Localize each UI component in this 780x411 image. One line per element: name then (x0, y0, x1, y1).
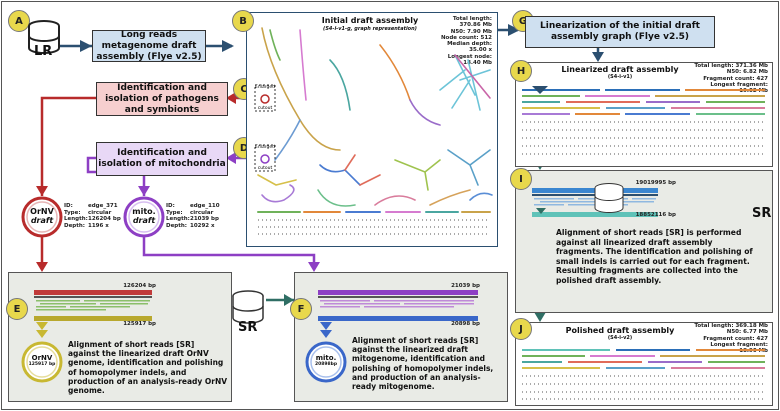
ornv-values: edge_371 circular 126204 bp 1196 x (88, 203, 128, 229)
stat-line: Total length: 371.36 Mb (694, 63, 768, 69)
e-top-coord: 126204 bp (123, 283, 156, 289)
ornv-value: 126204 bp (88, 216, 121, 223)
ornv-key: Type: (64, 209, 81, 216)
ornv-circle-bottom: draft (30, 216, 54, 225)
lr-label: LR (34, 44, 53, 59)
badge-h: H (510, 60, 532, 82)
stat-line: N50: 7.90 Mb (450, 28, 492, 35)
i-description: Alignment of short reads [SR] is perform… (556, 228, 753, 285)
mito-final-circle: mito. 20898bp (307, 355, 345, 368)
sr-label-i: SR (752, 206, 772, 221)
mito-final-bottom: 20898bp (314, 362, 338, 367)
stat-line: N50: 6.77 Mb (726, 329, 768, 336)
initial-assembly-subtitle: (S4-i-v1-g, graph representation) (323, 26, 417, 32)
enlarged-label-d: Enlarged (255, 145, 275, 150)
arrow-d-mito (86, 156, 146, 196)
badge-b: B (232, 10, 254, 32)
mito-circle-bottom: draft (132, 216, 156, 225)
linearized-stats: Total length: 371.36 Mb N50: 6.82 Mb Fra… (692, 63, 768, 94)
mito-key: Depth: (166, 222, 187, 229)
arrowhead (592, 52, 604, 62)
stat-line: Node count: 512 (440, 34, 492, 41)
arrowhead (226, 92, 236, 104)
mito-keys: ID: Type: Length: Depth: (166, 203, 194, 229)
stat-line: Longest fragment: 19.02 Mb (710, 81, 768, 95)
pathogen-isolation-box: Identification and isolation of pathogen… (96, 82, 228, 116)
stat-line: Longest node: 18.40 Mb (447, 53, 492, 67)
e-bottom-coord: 125917 bp (123, 321, 156, 327)
ornv-key: Depth: (64, 222, 85, 229)
arrow-c-ornv (40, 96, 96, 196)
stat-line: Total length: 369.18 Mb (694, 323, 768, 329)
f-description: Alignment of short reads [SR] against th… (352, 336, 494, 392)
mito-key: ID: (166, 203, 175, 209)
polished-stats: Total length: 369.18 Mb N50: 6.77 Mb Fra… (692, 323, 768, 354)
ornv-key: Length: (64, 216, 88, 223)
stat-line: Longest fragment: 18.90 Mb (710, 341, 768, 355)
stat-line: Fragment count: 427 (703, 75, 768, 82)
cutout-label-d: cutout (257, 166, 273, 171)
badge-i: I (510, 168, 532, 190)
linearized-title: Linearized draft assembly (561, 65, 679, 74)
badge-a: A (8, 10, 30, 32)
ornv-final-top: OrNV (31, 354, 53, 362)
ornv-keys: ID: Type: Length: Depth: (64, 203, 92, 229)
mito-final-top: mito. (315, 354, 337, 362)
arrowhead (284, 294, 294, 306)
ornv-value: circular (88, 209, 112, 216)
sr-label-center: SR (238, 320, 258, 335)
badge-j: J (510, 318, 532, 340)
initial-assembly-stats: Total length: 370.86 Mb N50: 7.90 Mb Nod… (432, 16, 492, 66)
linearization-box: Linearization of the initial draft assem… (525, 16, 715, 48)
initial-assembly-title: Initial draft assembly (321, 16, 419, 25)
mito-value: edge_110 (190, 203, 220, 209)
stat-line: Fragment count: 427 (703, 335, 768, 342)
i-top-coord: 19019995 bp (635, 180, 676, 186)
ornv-value: 1196 x (88, 222, 109, 229)
mito-value: 10292 x (190, 222, 215, 229)
arrowhead (36, 186, 48, 196)
mito-values: edge_110 circular 21039 bp 10292 x (190, 203, 230, 229)
mito-value: circular (190, 209, 214, 216)
e-description: Alignment of short reads [SR] against th… (68, 340, 228, 396)
arrowhead (80, 40, 92, 52)
mito-isolation-box: Identification and isolation of mitochon… (96, 142, 228, 176)
arrowhead (226, 152, 236, 164)
badge-f: F (290, 298, 312, 320)
stat-line: Median depth: 35.00 x (447, 41, 492, 54)
i-bottom-coord: 18852116 bp (635, 212, 676, 218)
ornv-final-bottom: 125917 bp (28, 362, 56, 367)
mito-circle-label: mito. draft (125, 207, 163, 225)
lr-assembly-box: Long reads metagenome draft assembly (Fl… (92, 30, 206, 62)
arrowhead (308, 262, 320, 272)
polishing-panel (515, 170, 773, 313)
polished-subtitle: (S4-i-v2) (607, 335, 633, 341)
mito-key: Type: (166, 209, 183, 216)
stat-line: N50: 6.82 Mb (726, 69, 768, 76)
arrowhead (508, 24, 520, 36)
linearized-subtitle: (S4-i-v1) (607, 74, 633, 80)
badge-e: E (6, 298, 28, 320)
enlarged-label-c: Enlarged (255, 85, 275, 90)
ornv-circle-label: OrNV draft (23, 207, 61, 225)
f-bottom-coord: 20898 bp (451, 321, 480, 327)
mito-circle-top: mito. (132, 207, 156, 216)
mito-value: 21039 bp (190, 216, 219, 223)
ornv-final-circle: OrNV 125917 bp (23, 355, 61, 368)
ornv-key: ID: (64, 203, 73, 209)
arrowhead (36, 262, 48, 272)
arrowhead (138, 186, 150, 196)
arrowhead (222, 40, 234, 52)
stat-line: Total length: 370.86 Mb (452, 16, 492, 29)
polished-title: Polished draft assembly (565, 326, 675, 335)
arrowhead (534, 312, 546, 322)
cutout-label-c: cutout (257, 106, 273, 111)
f-top-coord: 21039 bp (451, 283, 480, 289)
mito-key: Length: (166, 216, 190, 223)
ornv-circle-top: OrNV (30, 207, 54, 216)
ornv-value: edge_371 (88, 203, 118, 209)
arrow-mito-f (142, 236, 316, 266)
